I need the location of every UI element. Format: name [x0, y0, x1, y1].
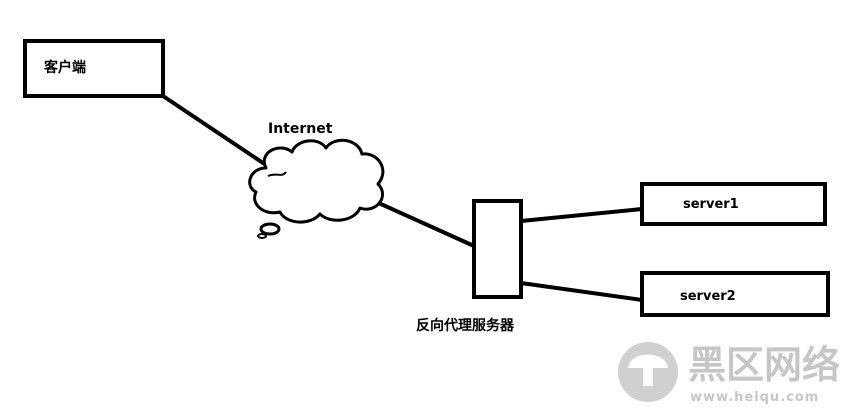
server2-box — [640, 271, 830, 317]
watermark-title: 黑区网络 — [688, 343, 840, 387]
connections — [161, 94, 644, 302]
client-node: 客户端 — [23, 39, 165, 98]
server1-box — [640, 182, 827, 226]
cloud-tail-dot — [257, 233, 267, 239]
cloud-squiggle — [267, 171, 287, 177]
link-internet-proxy — [370, 198, 476, 248]
watermark-url: www.heiqu.com — [690, 390, 819, 405]
server2-node: server2 — [640, 271, 830, 317]
mushroom-icon — [628, 354, 668, 368]
internet-node: Internet — [248, 121, 385, 239]
proxy-box — [472, 199, 523, 299]
watermark-logo — [618, 342, 678, 402]
link-client-internet — [161, 94, 268, 167]
watermark: 黑区网络 www.heiqu.com — [618, 342, 840, 405]
internet-label: Internet — [268, 121, 333, 137]
server2-label: server2 — [680, 289, 736, 304]
proxy-label: 反向代理服务器 — [416, 317, 515, 334]
server1-node: server1 — [640, 182, 827, 226]
proxy-node: 反向代理服务器 — [416, 199, 523, 334]
client-box — [23, 39, 165, 98]
server1-label: server1 — [683, 197, 739, 212]
link-proxy-server1 — [519, 207, 644, 223]
client-label: 客户端 — [43, 59, 86, 76]
link-proxy-server2 — [519, 281, 644, 302]
mushroom-stem — [643, 366, 653, 386]
cloud-tail-bubble — [259, 222, 281, 236]
cloud-icon — [248, 138, 385, 224]
